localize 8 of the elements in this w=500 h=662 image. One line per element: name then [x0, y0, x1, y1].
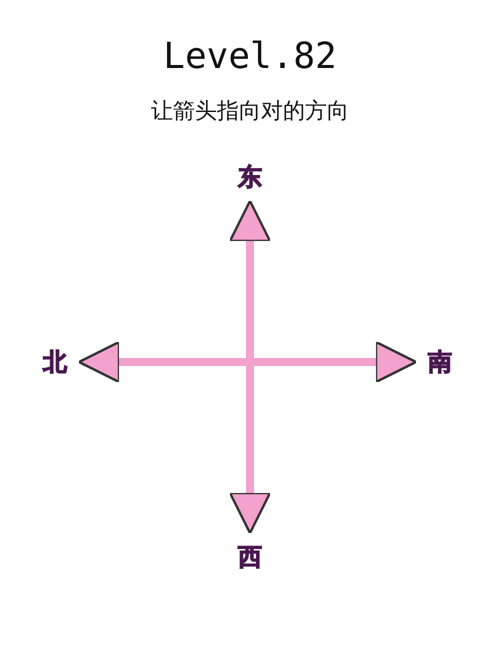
direction-label: 南 — [422, 344, 458, 380]
direction-label: 北 — [37, 344, 73, 380]
title: Level.82 — [163, 36, 337, 77]
direction-label: 西 — [232, 539, 268, 575]
double-arrow — [228, 200, 272, 534]
double-arrow — [78, 340, 418, 384]
direction-label: 东 — [232, 159, 268, 195]
subtitle: 让箭头指向对的方向 — [151, 98, 349, 126]
